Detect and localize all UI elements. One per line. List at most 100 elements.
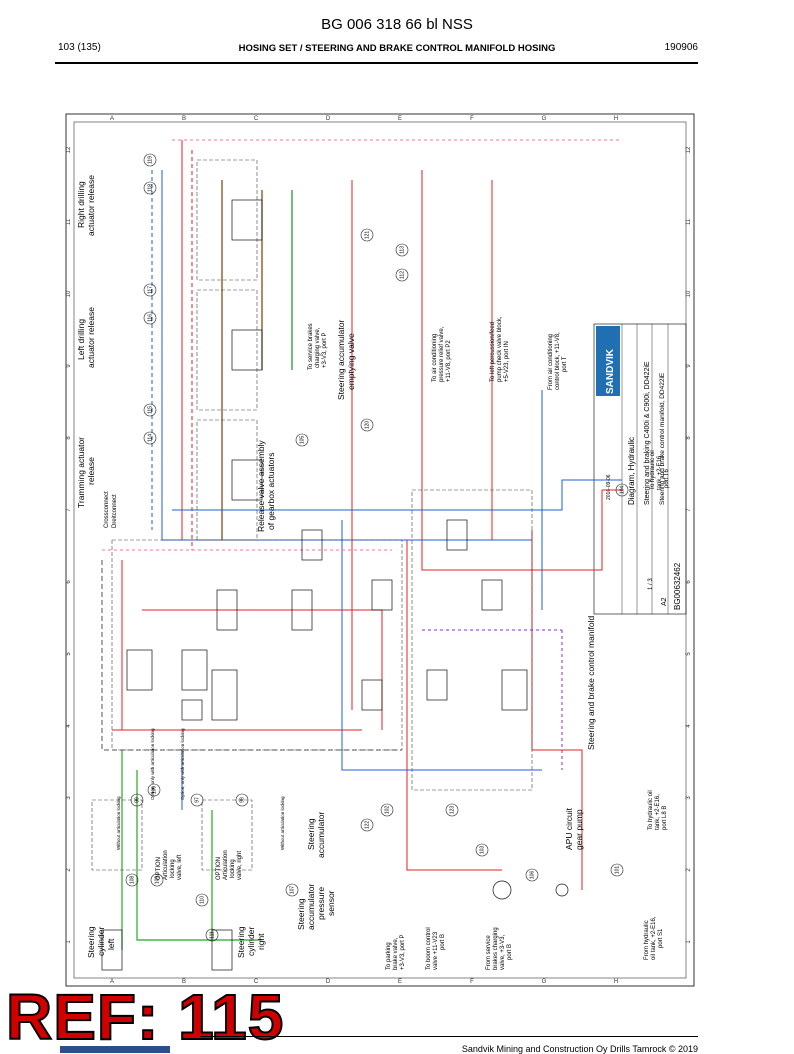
callout-number: 112: [400, 271, 406, 279]
grid-number: 11: [66, 218, 72, 225]
grid-number: 10: [686, 290, 692, 297]
label-sensor-4: sensor: [326, 890, 336, 916]
title-doc-no: BG00632462: [673, 562, 682, 610]
grid-number: 1: [686, 940, 692, 944]
grid-number: 6: [66, 580, 72, 584]
callout-bubble: [143, 403, 157, 417]
callout-bubble: [395, 243, 409, 257]
callout-bubble: [615, 483, 629, 497]
callout-number: 118: [148, 184, 154, 192]
label-option-left-4: valve, left: [177, 854, 183, 880]
label-boom-3: port B: [440, 934, 446, 950]
title-desc-2: Steering and braking C400i & C900i, DD42…: [644, 361, 651, 505]
callout-number: 117: [148, 286, 154, 294]
document-title: BG 006 318 66 bl NSS: [321, 16, 473, 33]
callout-number: 108: [130, 876, 136, 885]
grid-number: 9: [66, 364, 72, 368]
grid-number: 2: [66, 868, 72, 872]
footer-copyright: Sandvik Mining and Construction Oy Drill…: [461, 1044, 698, 1054]
grid-number: 2: [686, 868, 692, 872]
callout-number: 121: [365, 231, 371, 240]
callout-bubble: [143, 181, 157, 195]
callout-bubble: [190, 793, 204, 807]
grid-letter: D: [326, 979, 331, 985]
title-date: 2016-09-06: [606, 474, 612, 500]
callout-bubble: [525, 868, 539, 882]
grid-letter: B: [182, 979, 186, 985]
grid-number: 7: [66, 508, 72, 512]
grid-number: 5: [66, 652, 72, 656]
callout-bubble: [360, 228, 374, 242]
callout-bubble: [125, 873, 139, 887]
label-from-hydraulic-1: From hydraulic: [644, 920, 650, 960]
callout-number: 109: [155, 876, 161, 885]
label-cyl-right-3: right: [256, 933, 266, 950]
label-service-brakes-1: To service brakes: [308, 323, 314, 370]
grid-number: 6: [686, 580, 692, 584]
grid-letter: A: [110, 979, 114, 985]
label-release-valve-2: of gearbox actuators: [266, 453, 276, 531]
grid-number: 11: [686, 218, 692, 225]
callout-bubble: [285, 883, 299, 897]
label-option-right-2: Articulation: [223, 850, 229, 880]
label-option-left-1: OPTION: [156, 857, 162, 880]
callout-bubble: [205, 928, 219, 942]
label-cyl-right-2: cylinder: [246, 927, 256, 956]
label-cyl-left-3: left: [106, 938, 116, 950]
label-tank2-1: To hydraulic oil: [648, 790, 654, 830]
callout-bubble: [130, 793, 144, 807]
label-from-air-3: port T: [562, 356, 568, 372]
grid-letter: C: [254, 116, 259, 122]
label-air-1: To air conditioning: [432, 334, 438, 382]
grid-number: 4: [66, 724, 72, 728]
callout-number: 120: [365, 421, 371, 430]
label-right-drilling-2: actuator release: [86, 175, 96, 236]
callout-bubble: [143, 283, 157, 297]
callout-bubble: [150, 873, 164, 887]
label-option-right-3: locking: [230, 859, 236, 878]
callout-number: 119: [148, 156, 154, 164]
title-sheet: 1 / 3: [648, 578, 654, 590]
title-desc-3: Steering and brake control manifold, DD4…: [659, 372, 666, 505]
label-tramming-1: Tramming actuator: [76, 437, 86, 508]
grid-number: 9: [686, 364, 692, 368]
label-from-service-3: valve, +3-V3,: [500, 934, 506, 970]
grid-number: 12: [66, 146, 72, 153]
label-left-drilling-1: Left drilling: [76, 319, 86, 360]
label-tramming-sub-2: Dreitconnect: [112, 494, 118, 528]
label-service-brakes-3: +3-V3, port P: [322, 332, 328, 368]
title-company: SANDVIK: [605, 348, 616, 394]
label-sensor-2: accumulator: [306, 884, 316, 930]
label-sensor-3: pressure: [316, 887, 326, 920]
footer-rule: [200, 1036, 698, 1037]
label-release-valve-1: Release valve assembly: [256, 440, 266, 532]
grid-letter: F: [470, 116, 474, 122]
callout-bubble: [475, 843, 489, 857]
grid-number: 3: [66, 796, 72, 800]
callout-number: 105: [300, 436, 306, 445]
label-option-left-2: Articulation: [163, 850, 169, 880]
grid-letter: G: [542, 116, 547, 122]
callout-number: 115: [148, 406, 154, 414]
callout-bubble: [195, 893, 209, 907]
label-cyl-left-1: Steering: [86, 926, 96, 958]
label-from-air-1: From air conditioning: [548, 334, 554, 390]
label-from-service-2: brakes charging: [493, 927, 499, 970]
label-percussion-2: pump check valve block,: [497, 316, 503, 382]
page-number: 103 (135): [58, 42, 101, 53]
callout-bubble: [235, 793, 249, 807]
grid-number: 5: [686, 652, 692, 656]
label-cyl-left-2: cylinder: [96, 927, 106, 956]
callout-number: 113: [400, 246, 406, 254]
label-boom-1: To boom control: [426, 927, 432, 970]
callout-number: 103: [480, 846, 486, 855]
reference-stamp: REF: 115: [5, 981, 285, 1053]
label-accumulator-empty-1: Steering accumulator: [336, 320, 346, 400]
label-apu-1: APU circuit: [564, 807, 574, 850]
label-accumulator-1: Steering: [306, 818, 316, 850]
label-right-drilling-1: Right drilling: [76, 181, 86, 228]
grid-number: 7: [686, 508, 692, 512]
label-percussion-3: +5-V23, port IN: [504, 341, 510, 382]
label-option-left-3: locking: [170, 859, 176, 878]
